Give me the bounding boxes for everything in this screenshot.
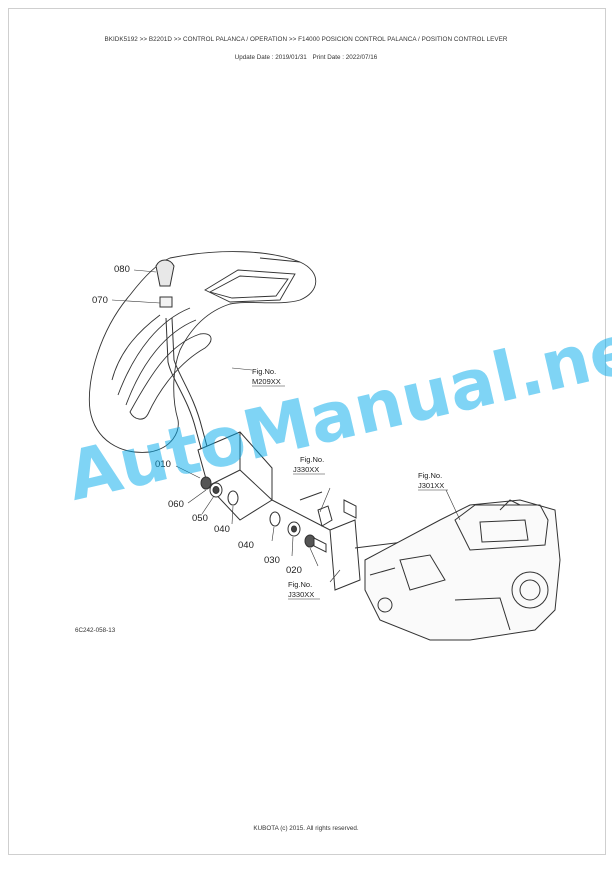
update-date: Update Date : 2019/01/31 [234,54,307,61]
page-frame [8,8,606,855]
fender-housing [88,251,317,453]
date-line: Update Date : 2019/01/31 Print Date : 20… [0,54,612,61]
fig-ref-title: Fig.No. [418,471,442,480]
fig-ref-code: J330XX [288,590,314,599]
part-label: 050 [192,513,208,524]
part-label: 040 [214,524,230,535]
footer-copyright: KUBOTA (c) 2015. All rights reserved. [253,825,359,832]
fig-ref-code: M209XX [252,377,281,386]
part-label: 010 [155,459,171,470]
part-label: 030 [264,555,280,566]
fig-ref-code: J301XX [418,481,444,490]
figure-code: 6C242-058-13 [75,627,116,634]
fig-ref-code: J330XX [293,465,319,474]
part-label: 080 [114,264,130,275]
part-label: 020 [286,565,302,576]
breadcrumb: BKIDK5192 >> B2201D >> CONTROL PALANCA /… [104,36,508,43]
hydraulic-block [364,499,561,641]
fig-ref-title: Fig.No. [288,580,312,589]
part-label: 060 [168,499,184,510]
leader-lines [111,269,461,583]
part-label: 040 [238,540,254,551]
print-date: Print Date : 2022/07/16 [312,54,378,61]
fig-ref-title: Fig.No. [252,367,276,376]
fig-ref-title: Fig.No. [300,455,324,464]
part-label: 070 [92,295,108,306]
small-parts [200,476,357,553]
